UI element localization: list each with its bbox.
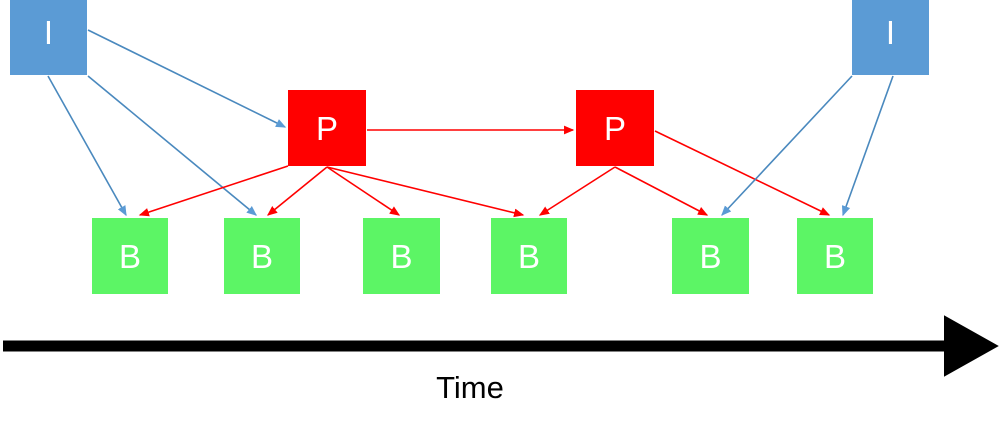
edge-p1-to-b2	[267, 166, 328, 216]
frame-node-label: B	[517, 237, 540, 275]
frame-node-label: P	[315, 109, 338, 147]
edge-p2-to-b4	[538, 166, 616, 216]
frame-node-i1[interactable]: I	[10, 0, 87, 75]
edge-i1-to-p1	[87, 29, 287, 128]
frame-node-b1[interactable]: B	[92, 218, 168, 294]
edge-i1-to-b2	[87, 75, 257, 216]
edge-p2-to-b5	[614, 166, 709, 216]
frame-node-p1[interactable]: P	[288, 90, 366, 166]
frame-node-b3[interactable]: B	[363, 218, 440, 294]
edge-p1-to-b1	[138, 165, 289, 217]
time-axis-label: Time	[436, 370, 504, 405]
frame-node-label: B	[390, 237, 413, 275]
frame-node-label: B	[118, 237, 141, 275]
edge-p2-to-b6	[654, 130, 831, 216]
frame-node-b6[interactable]: B	[797, 218, 873, 294]
frame-node-p2[interactable]: P	[576, 90, 654, 166]
frame-node-label: P	[603, 109, 626, 147]
frame-node-label: B	[699, 237, 722, 275]
edge-i1-to-b1	[47, 75, 127, 217]
edge-i2-to-b5	[721, 75, 853, 216]
edge-i2-to-b6	[841, 75, 894, 217]
frame-node-label: I	[885, 14, 896, 51]
edge-p1-to-b4	[326, 166, 525, 218]
frame-node-label: I	[43, 14, 54, 51]
frame-node-i2[interactable]: I	[852, 0, 929, 75]
frame-node-b5[interactable]: B	[672, 218, 749, 294]
dependency-arrows	[47, 29, 894, 218]
frame-node-b2[interactable]: B	[224, 218, 300, 294]
frame-node-b4[interactable]: B	[491, 218, 567, 294]
frame-node-label: B	[250, 237, 273, 275]
edge-p1-to-b3	[326, 166, 401, 216]
frame-node-label: B	[823, 237, 846, 275]
